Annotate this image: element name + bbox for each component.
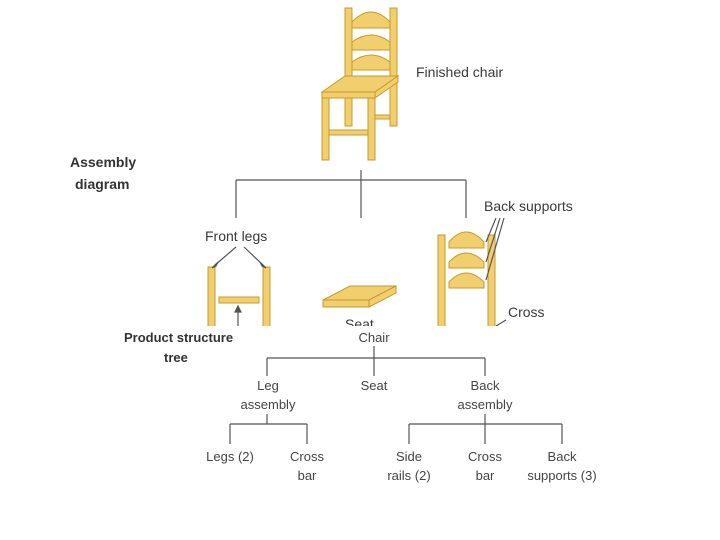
back-assembly-illustration [437, 231, 496, 326]
tree-node-back-assembly-line2: assembly [457, 397, 513, 412]
front-legs-arrows [211, 246, 267, 326]
back-supports-arrows [485, 217, 507, 326]
lower-panel-background [0, 326, 720, 540]
tree-title-line2: tree [164, 350, 188, 365]
seat-illustration [322, 285, 397, 308]
front-legs-illustration [207, 266, 271, 326]
tree-node-back-supports-line1: Back [547, 449, 577, 464]
assembly-title-line2: diagram [75, 176, 130, 192]
tree-node-leg-assembly-line2: assembly [240, 397, 296, 412]
finished-chair-label: Finished chair [416, 64, 504, 80]
tree-node-crossbar-2-line1: Cross [468, 449, 502, 464]
finished-chair-illustration [320, 7, 400, 161]
tree-node-legs: Legs (2) [206, 449, 254, 464]
assembly-connector-lines [235, 170, 467, 218]
cross-label: Cross [508, 304, 545, 320]
tree-node-chair: Chair [358, 330, 390, 345]
assembly-diagram [207, 7, 507, 326]
tree-node-seat: Seat [360, 378, 388, 393]
tree-node-crossbar-1-line2: bar [297, 468, 317, 483]
tree-node-side-rails-line1: Side [395, 449, 423, 464]
tree-node-crossbar-1-line1: Cross [290, 449, 324, 464]
tree-connector-lines [229, 346, 563, 444]
tree-node-back-supports-line2: supports (3) [527, 468, 597, 483]
tree-node-back-assembly-line1: Back [470, 378, 500, 393]
product-structure-tree [229, 346, 563, 444]
assembly-title-line1: Assembly [70, 154, 137, 170]
tree-node-crossbar-2-line2: bar [475, 468, 495, 483]
tree-node-side-rails-line2: rails (2) [387, 468, 431, 483]
tree-title-line1: Product structure [124, 330, 234, 345]
front-legs-label: Front legs [205, 228, 268, 244]
back-supports-label: Back supports [484, 198, 573, 214]
tree-node-leg-assembly-line1: Leg [257, 378, 279, 393]
